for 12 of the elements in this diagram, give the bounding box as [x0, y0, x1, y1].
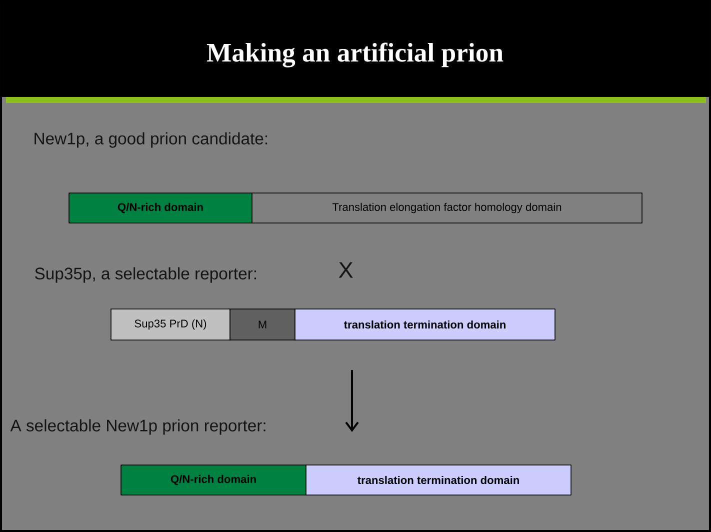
- domain-box: translation termination domain: [306, 464, 572, 496]
- domain-box: Q/N-rich domain: [68, 192, 252, 224]
- domain-box: M: [230, 308, 296, 340]
- domain-box: translation termination domain: [294, 308, 556, 340]
- section-heading: New1p, a good prion candidate:: [34, 132, 268, 148]
- section-heading: A selectable New1p prion reporter:: [10, 419, 266, 435]
- cross-symbol: X: [338, 262, 353, 278]
- section-heading: Sup35p, a selectable reporter:: [35, 267, 256, 283]
- domain-box: Sup35 PrD (N): [110, 308, 230, 340]
- domain-box: Q/N-rich domain: [120, 464, 306, 496]
- slide-title: Making an artificial prion: [206, 42, 504, 68]
- domain-box: Translation elongation factor homology domain: [252, 192, 642, 224]
